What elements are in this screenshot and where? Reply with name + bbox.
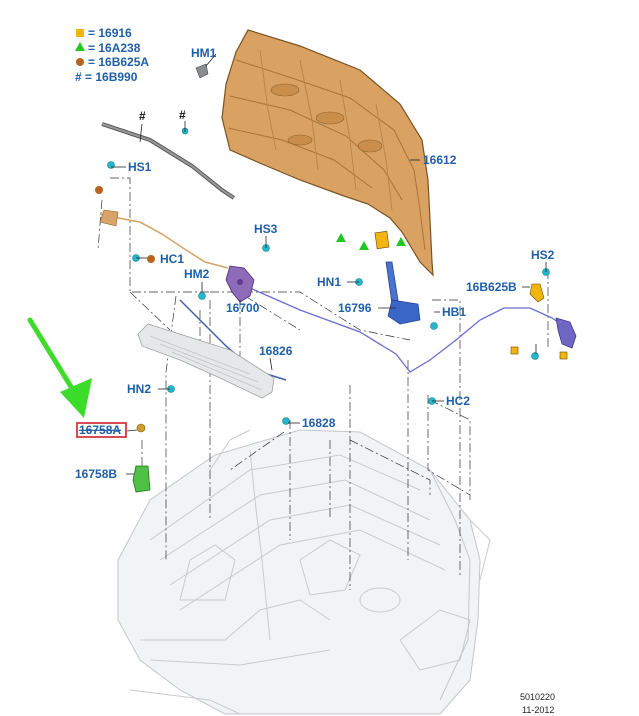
hood-panel xyxy=(221,29,434,277)
label-hs3: HS3 xyxy=(254,222,278,236)
legend-item-16b625a: = 16B625A xyxy=(88,55,149,69)
part-labels: HM1 16612 HS1 HS3 HC1 HM2 16700 HN1 1679… xyxy=(75,46,555,481)
highlight-box-16758a xyxy=(76,422,127,438)
prop-end-fitting xyxy=(529,283,577,349)
seal-16758b-part xyxy=(132,465,151,493)
legend: = 16916 = 16A238 = 16B625A # = 16B990 xyxy=(75,26,149,84)
label-16758a: 16758A xyxy=(79,423,121,437)
pointer-arrow xyxy=(27,317,92,418)
legend-circle-icon xyxy=(76,58,84,66)
label-hm1: HM1 xyxy=(191,46,217,60)
label-hn1: HN1 xyxy=(317,275,341,289)
label-16b625b: 16B625B xyxy=(466,280,517,294)
hash-mark: # xyxy=(139,109,146,123)
assembly-lines xyxy=(97,177,549,590)
radiator-shield xyxy=(137,323,275,399)
footer-date: 11-2012 xyxy=(522,705,554,715)
label-16612: 16612 xyxy=(423,153,457,167)
legend-triangle-icon xyxy=(75,42,85,51)
label-hn2: HN2 xyxy=(127,382,151,396)
label-hc2: HC2 xyxy=(446,394,470,408)
label-hc1: HC1 xyxy=(160,252,184,266)
vehicle-front-end xyxy=(117,429,491,715)
hood-hinge xyxy=(385,261,421,325)
label-16700: 16700 xyxy=(226,301,260,315)
footer-code: 5010220 xyxy=(520,692,555,702)
label-hb1: HB1 xyxy=(442,305,466,319)
label-hs2: HS2 xyxy=(531,248,555,262)
fasteners xyxy=(95,63,568,433)
label-hm2: HM2 xyxy=(184,267,210,281)
hood-seal-strip xyxy=(101,122,236,200)
label-16828: 16828 xyxy=(302,416,336,430)
legend-item-16916: = 16916 xyxy=(88,26,132,40)
label-16796: 16796 xyxy=(338,301,372,315)
leader-lines xyxy=(111,53,547,475)
label-hs1: HS1 xyxy=(128,160,152,174)
hash-mark: # xyxy=(179,108,186,122)
legend-item-16b990: # = 16B990 xyxy=(75,70,138,84)
label-16758b: 16758B xyxy=(75,467,117,481)
label-16826: 16826 xyxy=(259,344,293,358)
legend-item-16a238: = 16A238 xyxy=(88,41,141,55)
legend-square-icon xyxy=(76,29,84,37)
hood-latch xyxy=(225,265,255,303)
